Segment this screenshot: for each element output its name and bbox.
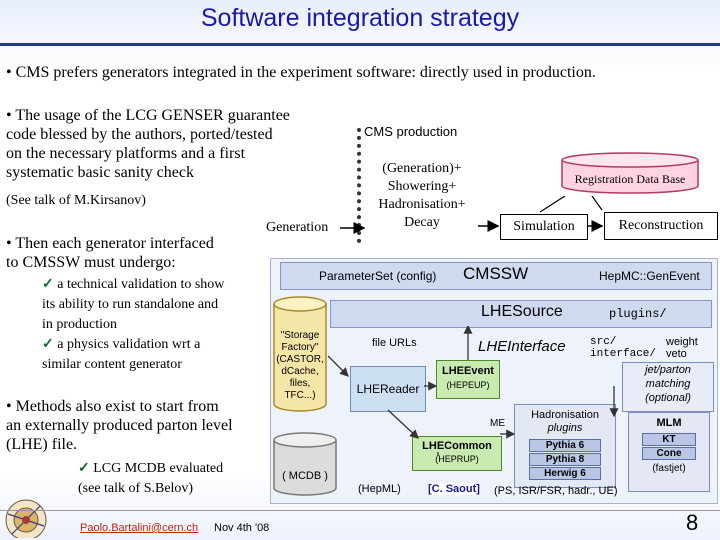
heprup-label: (HEPRUP) bbox=[435, 454, 479, 464]
storage-line: dCache, bbox=[281, 366, 319, 377]
storage-line: (CASTOR, bbox=[276, 354, 324, 365]
bullet-genser-line: code blessed by the authors, ported/test… bbox=[6, 126, 273, 143]
cone-box: Cone bbox=[642, 447, 696, 460]
validation-sublist: ✓ a technical validation to show its abi… bbox=[42, 275, 268, 375]
page-number: 8 bbox=[686, 510, 699, 535]
registration-db-label: Registration Data Base bbox=[574, 172, 686, 186]
sub-item-text: LCG MCDB evaluated bbox=[93, 461, 224, 476]
sub-item-text: its ability to run standalone and bbox=[42, 297, 219, 312]
mlm-label: MLM bbox=[656, 417, 682, 429]
shower-line: Decay bbox=[404, 215, 440, 230]
bullet-validation-line: to CMSSW must undergo: bbox=[6, 254, 176, 271]
title-divider bbox=[0, 43, 720, 46]
sub-item-text: a physics validation wrt a bbox=[57, 337, 201, 352]
bullet-genser-line: • The usage of the LCG GENSER guarantee bbox=[6, 107, 290, 124]
jet-matching-line: (optional) bbox=[645, 392, 691, 404]
storage-cylinder-icon bbox=[273, 296, 327, 412]
lheevent-box: LHEEvent (HEPEUP) bbox=[436, 360, 500, 399]
cms-production-label: CMS production bbox=[364, 124, 458, 139]
bullet-validation: • Then each generator interfaced to CMSS… bbox=[6, 234, 266, 272]
lhereader-box: LHEReader bbox=[350, 366, 426, 412]
hepmc-label: HepMC::GenEvent bbox=[599, 269, 700, 283]
bullet-lhe-line: • Methods also exist to start from bbox=[6, 398, 219, 415]
src-interface-label: src/ interface/ bbox=[590, 336, 656, 360]
simulation-box: Simulation bbox=[500, 214, 588, 240]
weight-veto-line: veto bbox=[666, 348, 687, 360]
shower-line: Hadronisation+ bbox=[378, 197, 466, 212]
flow-generation: Generation bbox=[266, 220, 329, 235]
hadronisation-line: Hadronisation bbox=[531, 409, 599, 421]
jet-matching-line: jet/parton bbox=[645, 364, 691, 376]
credit-label: [C. Saout] bbox=[428, 483, 480, 495]
fastjet-label: (fastjet) bbox=[652, 463, 686, 474]
plugins-label: plugins/ bbox=[609, 307, 667, 321]
kt-box: KT bbox=[642, 433, 696, 446]
me-label: ME bbox=[490, 418, 505, 429]
reconstruction-box: Reconstruction bbox=[604, 212, 718, 240]
pythia8-box: Pythia 8 bbox=[529, 453, 601, 466]
database-icon bbox=[561, 152, 699, 194]
cmssw-bar: ParameterSet (config) CMSSW HepMC::GenEv… bbox=[280, 262, 712, 290]
shower-line: (Generation)+ bbox=[382, 161, 462, 176]
storage-line: files, bbox=[289, 378, 311, 389]
lhesource-bar: LHESource plugins/ bbox=[330, 300, 712, 328]
herwig6-box: Herwig 6 bbox=[529, 467, 601, 480]
cmssw-label: CMSSW bbox=[463, 264, 529, 283]
storage-line: "Storage bbox=[280, 330, 320, 341]
parameter-set-label: ParameterSet (config) bbox=[319, 269, 437, 283]
flow-arrows bbox=[340, 196, 604, 234]
page-title: Software integration strategy bbox=[200, 4, 520, 32]
bullet-lhe-line: (LHE) file. bbox=[6, 436, 78, 453]
weight-veto-label: weight veto bbox=[666, 336, 698, 360]
mcdb-sublist: ✓ LCG MCDB evaluated (see talk of S.Belo… bbox=[78, 459, 268, 499]
src-interface-line: interface/ bbox=[590, 348, 657, 360]
shower-hadronisation-box: (Generation)+ Showering+ Hadronisation+ … bbox=[368, 160, 476, 232]
check-icon: ✓ bbox=[42, 337, 54, 352]
author-email-link[interactable]: Paolo.Bartalini@cern.ch bbox=[80, 522, 199, 534]
hepeup-label: (HEPEUP) bbox=[446, 380, 490, 390]
storage-line: Factory" bbox=[281, 342, 319, 353]
bullet-lhe: • Methods also exist to start from an ex… bbox=[6, 397, 268, 454]
bullet-validation-line: • Then each generator interfaced bbox=[6, 235, 214, 252]
pythia6-box: Pythia 6 bbox=[529, 439, 601, 452]
genser-talk-note: (See talk of M.Kirsanov) bbox=[6, 193, 146, 208]
mcdb-label: ( MCDB ) bbox=[282, 470, 328, 482]
lhesource-label: LHESource bbox=[481, 303, 563, 320]
footer-date: Nov 4th '08 bbox=[214, 522, 270, 534]
bullet-genser-line: systematic basic sanity check bbox=[6, 164, 194, 181]
sub-item-text: a technical validation to show bbox=[57, 277, 225, 292]
sub-item-text: in production bbox=[42, 317, 118, 332]
storage-factory-label: "Storage Factory" (CASTOR, dCache, files… bbox=[272, 330, 328, 402]
weight-veto-line: weight bbox=[666, 336, 698, 348]
bullet-genser-line: on the necessary platforms and a first bbox=[6, 145, 246, 162]
check-icon: ✓ bbox=[78, 461, 90, 476]
jet-matching-box: jet/parton matching (optional) bbox=[622, 362, 714, 412]
ps-note-label: (PS, ISR/FSR, hadr., UE) bbox=[494, 485, 618, 497]
sub-item-text: similar content generator bbox=[42, 357, 182, 372]
storage-line: TFC...) bbox=[284, 390, 316, 401]
sub-item-text: (see talk of S.Belov) bbox=[78, 481, 194, 496]
bullet-genser: • The usage of the LCG GENSER guarantee … bbox=[6, 106, 346, 182]
bullet-cms-prefers: • CMS prefers generators integrated in t… bbox=[6, 64, 596, 81]
jet-matching-line: matching bbox=[645, 378, 691, 390]
cms-logo-icon bbox=[5, 499, 47, 538]
file-urls-label: file URLs bbox=[372, 337, 417, 349]
mlm-box: MLM KT Cone (fastjet) bbox=[628, 412, 710, 492]
cmssw-arrows bbox=[328, 326, 619, 456]
lhecommon-label: LHECommon bbox=[422, 440, 492, 452]
footer-divider bbox=[0, 510, 720, 511]
shower-line: Showering+ bbox=[387, 179, 457, 194]
mcdb-cylinder-icon bbox=[273, 432, 337, 496]
lheinterface-label: LHEInterface bbox=[478, 338, 566, 355]
hadronisation-box: Hadronisation plugins Pythia 6 Pythia 8 … bbox=[514, 404, 616, 488]
bullet-lhe-line: an externally produced parton level bbox=[6, 417, 233, 434]
hepml-label: (HepML) bbox=[358, 483, 401, 495]
check-icon: ✓ bbox=[42, 277, 54, 292]
lheevent-label: LHEEvent bbox=[442, 365, 494, 377]
generation-separator bbox=[357, 128, 361, 243]
lhecommon-box: LHECommon (HEPRUP) bbox=[412, 436, 502, 471]
hadronisation-line: plugins bbox=[547, 422, 583, 434]
src-interface-line: src/ bbox=[590, 336, 617, 348]
